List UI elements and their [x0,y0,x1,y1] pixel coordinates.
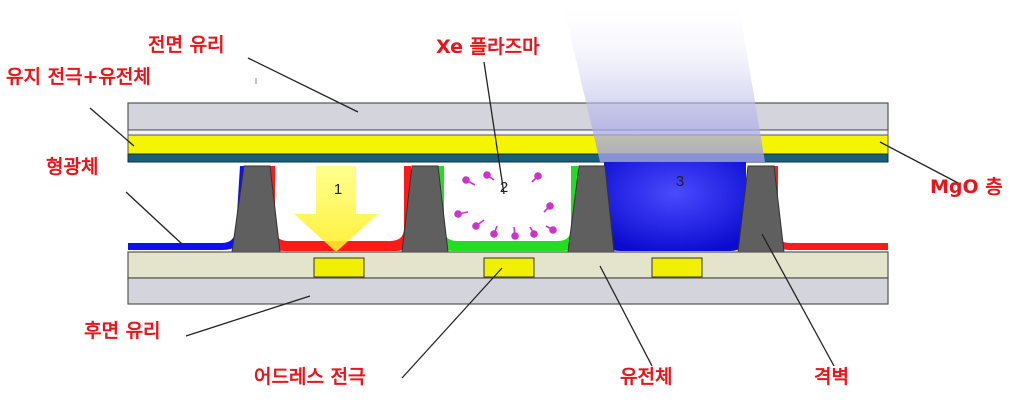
address-electrode-2 [483,257,535,278]
label-address-electrode: 어드레스 전극 [254,366,366,388]
cell-number-1: 1 [334,181,342,198]
cell-number-3: 3 [676,173,684,190]
sustain-electrode-layer [127,129,889,136]
cell3-blue-phosphor [604,162,746,251]
mgo-layer [127,153,889,163]
label-xe-plasma: Xe 플라즈마 [436,36,540,58]
cell1-red-phosphor [268,166,411,251]
leader-dielectric [599,265,653,367]
label-dielectric: 유전체 [620,366,673,388]
front-glass-plate [127,102,889,131]
leader-front-glass [247,57,359,113]
light-arrow-down [294,166,378,252]
plasma-ions [454,171,557,240]
address-electrode-3 [651,257,703,278]
phosphor-red-right [772,166,888,250]
address-electrode-1 [313,257,365,278]
leader-address [401,267,503,379]
label-sustain-electrode: 유지 전극+유전체 [6,66,151,88]
label-front-glass: 전면 유리 [148,34,225,56]
leader-lines [89,57,961,379]
barrier-ribs [231,165,785,253]
leader-barrier [761,233,835,367]
emitted-light-beam [562,0,765,162]
cell2-green-phosphor [437,166,578,251]
label-barrier-rib: 격벽 [814,366,849,388]
label-mgo-layer: MgO 층 [930,176,1003,198]
rear-glass-plate [127,277,889,305]
leader-xe-plasma [483,61,505,195]
sustain-yellow-layer [127,134,889,155]
phosphor-blue-left-floor [128,166,246,250]
leader-phosphor [125,191,183,245]
leader-rear-glass [185,295,311,337]
cell-number-2: 2 [500,179,508,196]
leader-mgo [879,141,961,185]
leader-sustain [89,107,135,147]
label-rear-glass: 후면 유리 [84,320,161,342]
label-phosphor: 형광체 [46,156,99,178]
